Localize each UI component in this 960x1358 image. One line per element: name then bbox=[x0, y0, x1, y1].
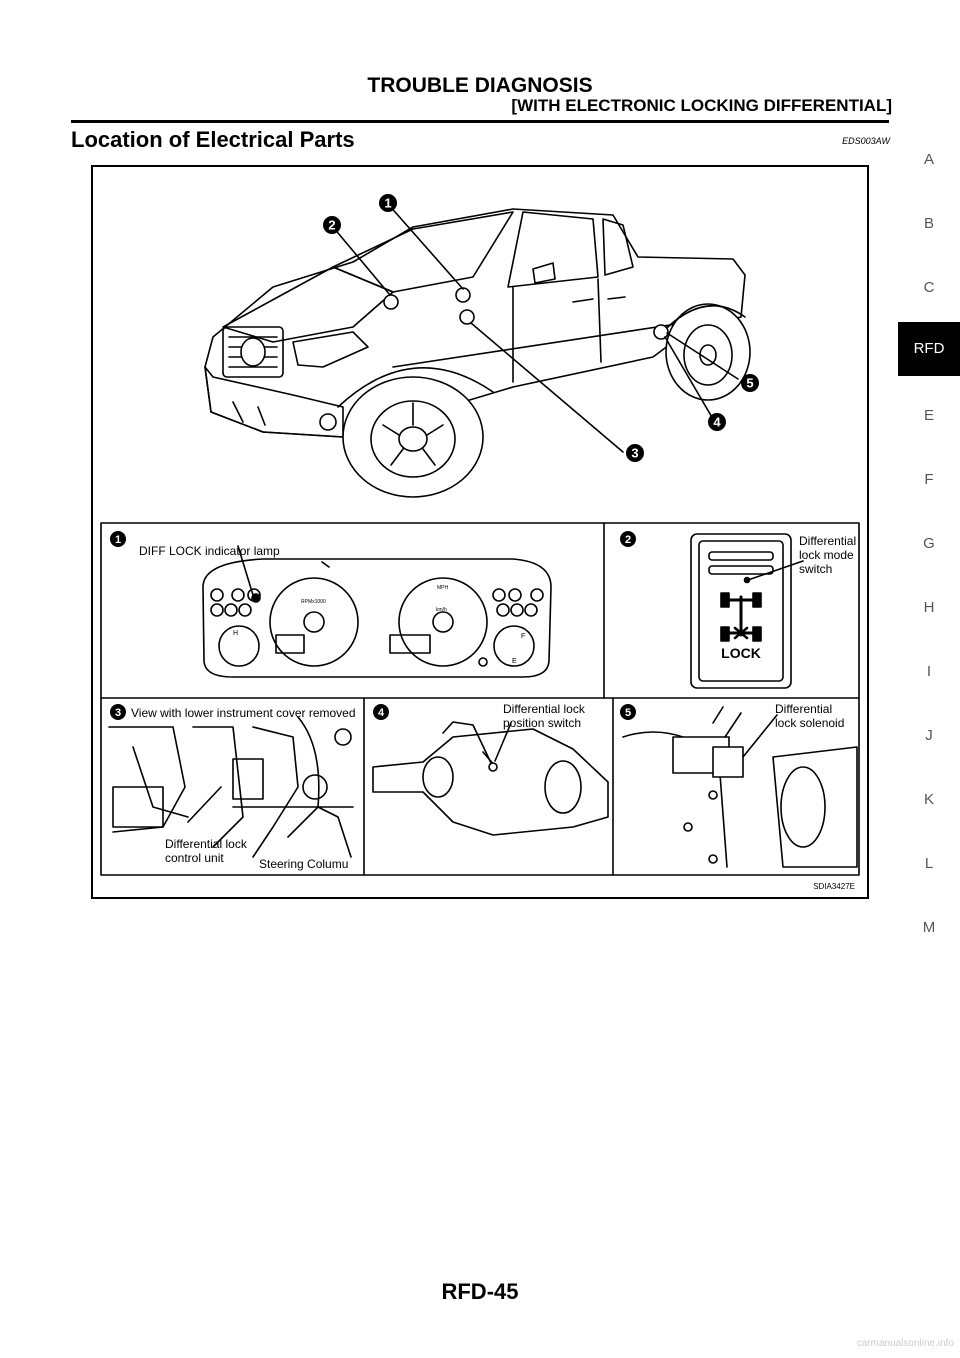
lock-text: LOCK bbox=[721, 645, 761, 661]
panel2-label-line2: lock mode bbox=[799, 548, 854, 562]
panel4-label-line2: position switch bbox=[503, 716, 581, 730]
index-tab-k[interactable]: K bbox=[923, 791, 934, 808]
index-tab-e[interactable]: E bbox=[923, 407, 934, 424]
svg-text:5: 5 bbox=[746, 376, 753, 391]
figure-drawing: 1 2 3 4 5 1 2 3 4 5 DIFF LOCK indicator … bbox=[100, 194, 860, 891]
gauge-rpm-text: RPMx1000 bbox=[301, 599, 326, 605]
panel3-sketch bbox=[108, 716, 354, 858]
callout-1-badge: 1 bbox=[379, 194, 397, 212]
panel4-number-badge: 4 bbox=[373, 704, 389, 720]
fuel-e-text: E bbox=[512, 658, 517, 665]
callout-3-badge: 3 bbox=[626, 444, 644, 462]
panel1-number-badge: 1 bbox=[110, 531, 126, 547]
parts-location-figure: 1 2 3 4 5 1 2 3 4 5 DIFF LOCK indicator … bbox=[91, 165, 869, 899]
index-tab-g[interactable]: G bbox=[923, 535, 935, 552]
combination-meter bbox=[202, 545, 552, 678]
index-tab-b[interactable]: B bbox=[923, 215, 934, 232]
svg-text:3: 3 bbox=[631, 446, 638, 461]
index-tab-f[interactable]: F bbox=[924, 471, 934, 488]
svg-text:1: 1 bbox=[384, 196, 391, 211]
svg-text:5: 5 bbox=[625, 707, 631, 719]
watermark: carmanualsonline.info bbox=[856, 1338, 954, 1349]
panel3-column-label: Steering Columu bbox=[259, 857, 348, 871]
panel2-label-line1: Differential bbox=[799, 534, 856, 548]
page-number: RFD-45 bbox=[441, 1279, 519, 1304]
gauge-mph-text: MPH bbox=[437, 585, 449, 591]
panel3-unit-line2: control unit bbox=[165, 851, 224, 865]
callout-5-badge: 5 bbox=[741, 374, 759, 392]
svg-text:4: 4 bbox=[378, 707, 385, 719]
panel5-number-badge: 5 bbox=[620, 704, 636, 720]
panel5-sketch bbox=[622, 706, 858, 868]
panel3-number-badge: 3 bbox=[110, 704, 126, 720]
page-header-title: TROUBLE DIAGNOSIS bbox=[367, 74, 593, 97]
header-rule bbox=[71, 120, 889, 123]
panel2-number-badge: 2 bbox=[620, 531, 636, 547]
svg-text:1: 1 bbox=[115, 534, 121, 546]
index-tab-m[interactable]: M bbox=[922, 919, 936, 936]
index-tab-i[interactable]: I bbox=[926, 663, 932, 680]
svg-text:2: 2 bbox=[625, 534, 631, 546]
panel3-unit-line1: Differential lock bbox=[165, 837, 248, 851]
panel3-label: View with lower instrument cover removed bbox=[131, 706, 356, 720]
svg-text:3: 3 bbox=[115, 707, 121, 719]
index-tab-h[interactable]: H bbox=[923, 599, 935, 616]
section-index: A B C RFD E F G H I J K L M bbox=[898, 0, 960, 960]
callout-4-badge: 4 bbox=[708, 413, 726, 431]
gauge-kmh-text: km/h bbox=[436, 607, 447, 613]
figure-id: SDIA3427E bbox=[813, 882, 855, 891]
callout-badges: 1 2 3 4 5 1 2 3 4 5 bbox=[110, 194, 759, 720]
svg-text:2: 2 bbox=[328, 218, 335, 233]
svg-text:4: 4 bbox=[713, 415, 721, 430]
index-tab-rfd[interactable]: RFD bbox=[898, 322, 960, 376]
panel2-label-line3: switch bbox=[799, 562, 832, 576]
fuel-f-text: F bbox=[521, 633, 525, 640]
index-tab-c[interactable]: C bbox=[923, 279, 935, 296]
index-tab-j[interactable]: J bbox=[925, 727, 933, 744]
page-header-subtitle: [WITH ELECTRONIC LOCKING DIFFERENTIAL] bbox=[511, 96, 892, 115]
temp-h-text: H bbox=[233, 630, 238, 637]
lock-mode-switch bbox=[690, 533, 804, 689]
figure-labels: DIFF LOCK indicator lamp RPMx1000 MPH km… bbox=[131, 534, 856, 891]
index-tab-a[interactable]: A bbox=[923, 151, 934, 168]
panel1-label: DIFF LOCK indicator lamp bbox=[139, 544, 280, 558]
panel4-sketch bbox=[372, 721, 609, 836]
section-title: Location of Electrical Parts bbox=[71, 127, 355, 152]
panel5-label-line2: lock solenoid bbox=[775, 716, 844, 730]
panel4-label-line1: Differential lock bbox=[503, 702, 586, 716]
index-tab-l[interactable]: L bbox=[924, 855, 934, 872]
panels-grid bbox=[100, 522, 860, 876]
section-code: EDS003AW bbox=[842, 136, 890, 146]
truck-illustration bbox=[204, 203, 751, 498]
callout-2-badge: 2 bbox=[323, 216, 341, 234]
panel5-label-line1: Differential bbox=[775, 702, 832, 716]
